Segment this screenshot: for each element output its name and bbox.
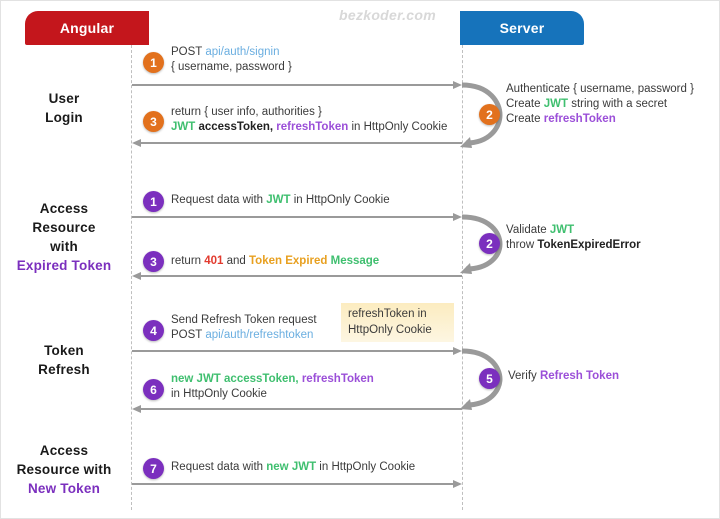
section-label-access-expired-token: Access Resource with Expired Token <box>16 201 112 273</box>
arrow-refresh-request <box>132 346 462 355</box>
selfcall-arrow-validate-jwt <box>460 214 503 274</box>
selfcall-arrow-verify-refresh-token <box>460 348 503 410</box>
actor-label-server: Server <box>499 20 545 36</box>
step-badge-2: 2 <box>479 104 500 125</box>
message-verify-refresh-token: Verify Refresh Token <box>508 370 619 382</box>
actor-banner-server: Server <box>460 11 584 45</box>
arrow-signin-request <box>132 80 462 89</box>
step-badge-9: 6 <box>143 379 164 400</box>
lifeline-angular <box>131 45 132 510</box>
step-badge-5: 2 <box>479 233 500 254</box>
section-label-access-new-token: Access Resource with New Token <box>16 443 112 496</box>
message-validate-jwt: Validate JWT throw TokenExpiredError <box>506 224 641 251</box>
message-401-response: return 401 and Token Expired Message <box>171 255 380 267</box>
step-badge-1: 1 <box>143 52 164 73</box>
watermark: bezkoder.com <box>339 7 436 23</box>
note-refresh-token-cookie: refreshToken in HttpOnly Cookie <box>341 303 454 342</box>
message-new-tokens-response: new JWT accessToken, refreshToken in Htt… <box>171 373 374 400</box>
section-label-token-refresh: Token Refresh <box>38 343 90 377</box>
actor-banner-angular: Angular <box>25 11 149 45</box>
message-refresh-request: Send Refresh Token request POST api/auth… <box>171 314 317 341</box>
arrow-401-response <box>132 271 462 280</box>
step-badge-4: 1 <box>143 191 164 212</box>
arrow-signin-response <box>132 138 462 147</box>
message-signin-response: return { user info, authorities } JWT ac… <box>171 106 448 133</box>
message-authenticate: Authenticate { username, password } Crea… <box>506 83 694 125</box>
selfcall-arrow-authenticate <box>460 82 503 148</box>
arrow-request-with-jwt <box>132 212 462 221</box>
message-signin-request: POST api/auth/signin { username, passwor… <box>171 46 292 73</box>
lifeline-server <box>462 45 463 510</box>
step-badge-10: 7 <box>143 458 164 479</box>
section-label-user-login: User Login <box>45 91 83 125</box>
step-badge-6: 3 <box>143 251 164 272</box>
arrow-new-tokens-response <box>132 404 462 413</box>
step-badge-3: 3 <box>143 111 164 132</box>
step-badge-7: 4 <box>143 320 164 341</box>
message-request-with-new-jwt: Request data with new JWT in HttpOnly Co… <box>171 461 416 473</box>
arrow-request-with-new-jwt <box>132 479 462 488</box>
actor-label-angular: Angular <box>59 20 115 36</box>
message-request-with-jwt: Request data with JWT in HttpOnly Cookie <box>171 194 390 206</box>
step-badge-8: 5 <box>479 368 500 389</box>
